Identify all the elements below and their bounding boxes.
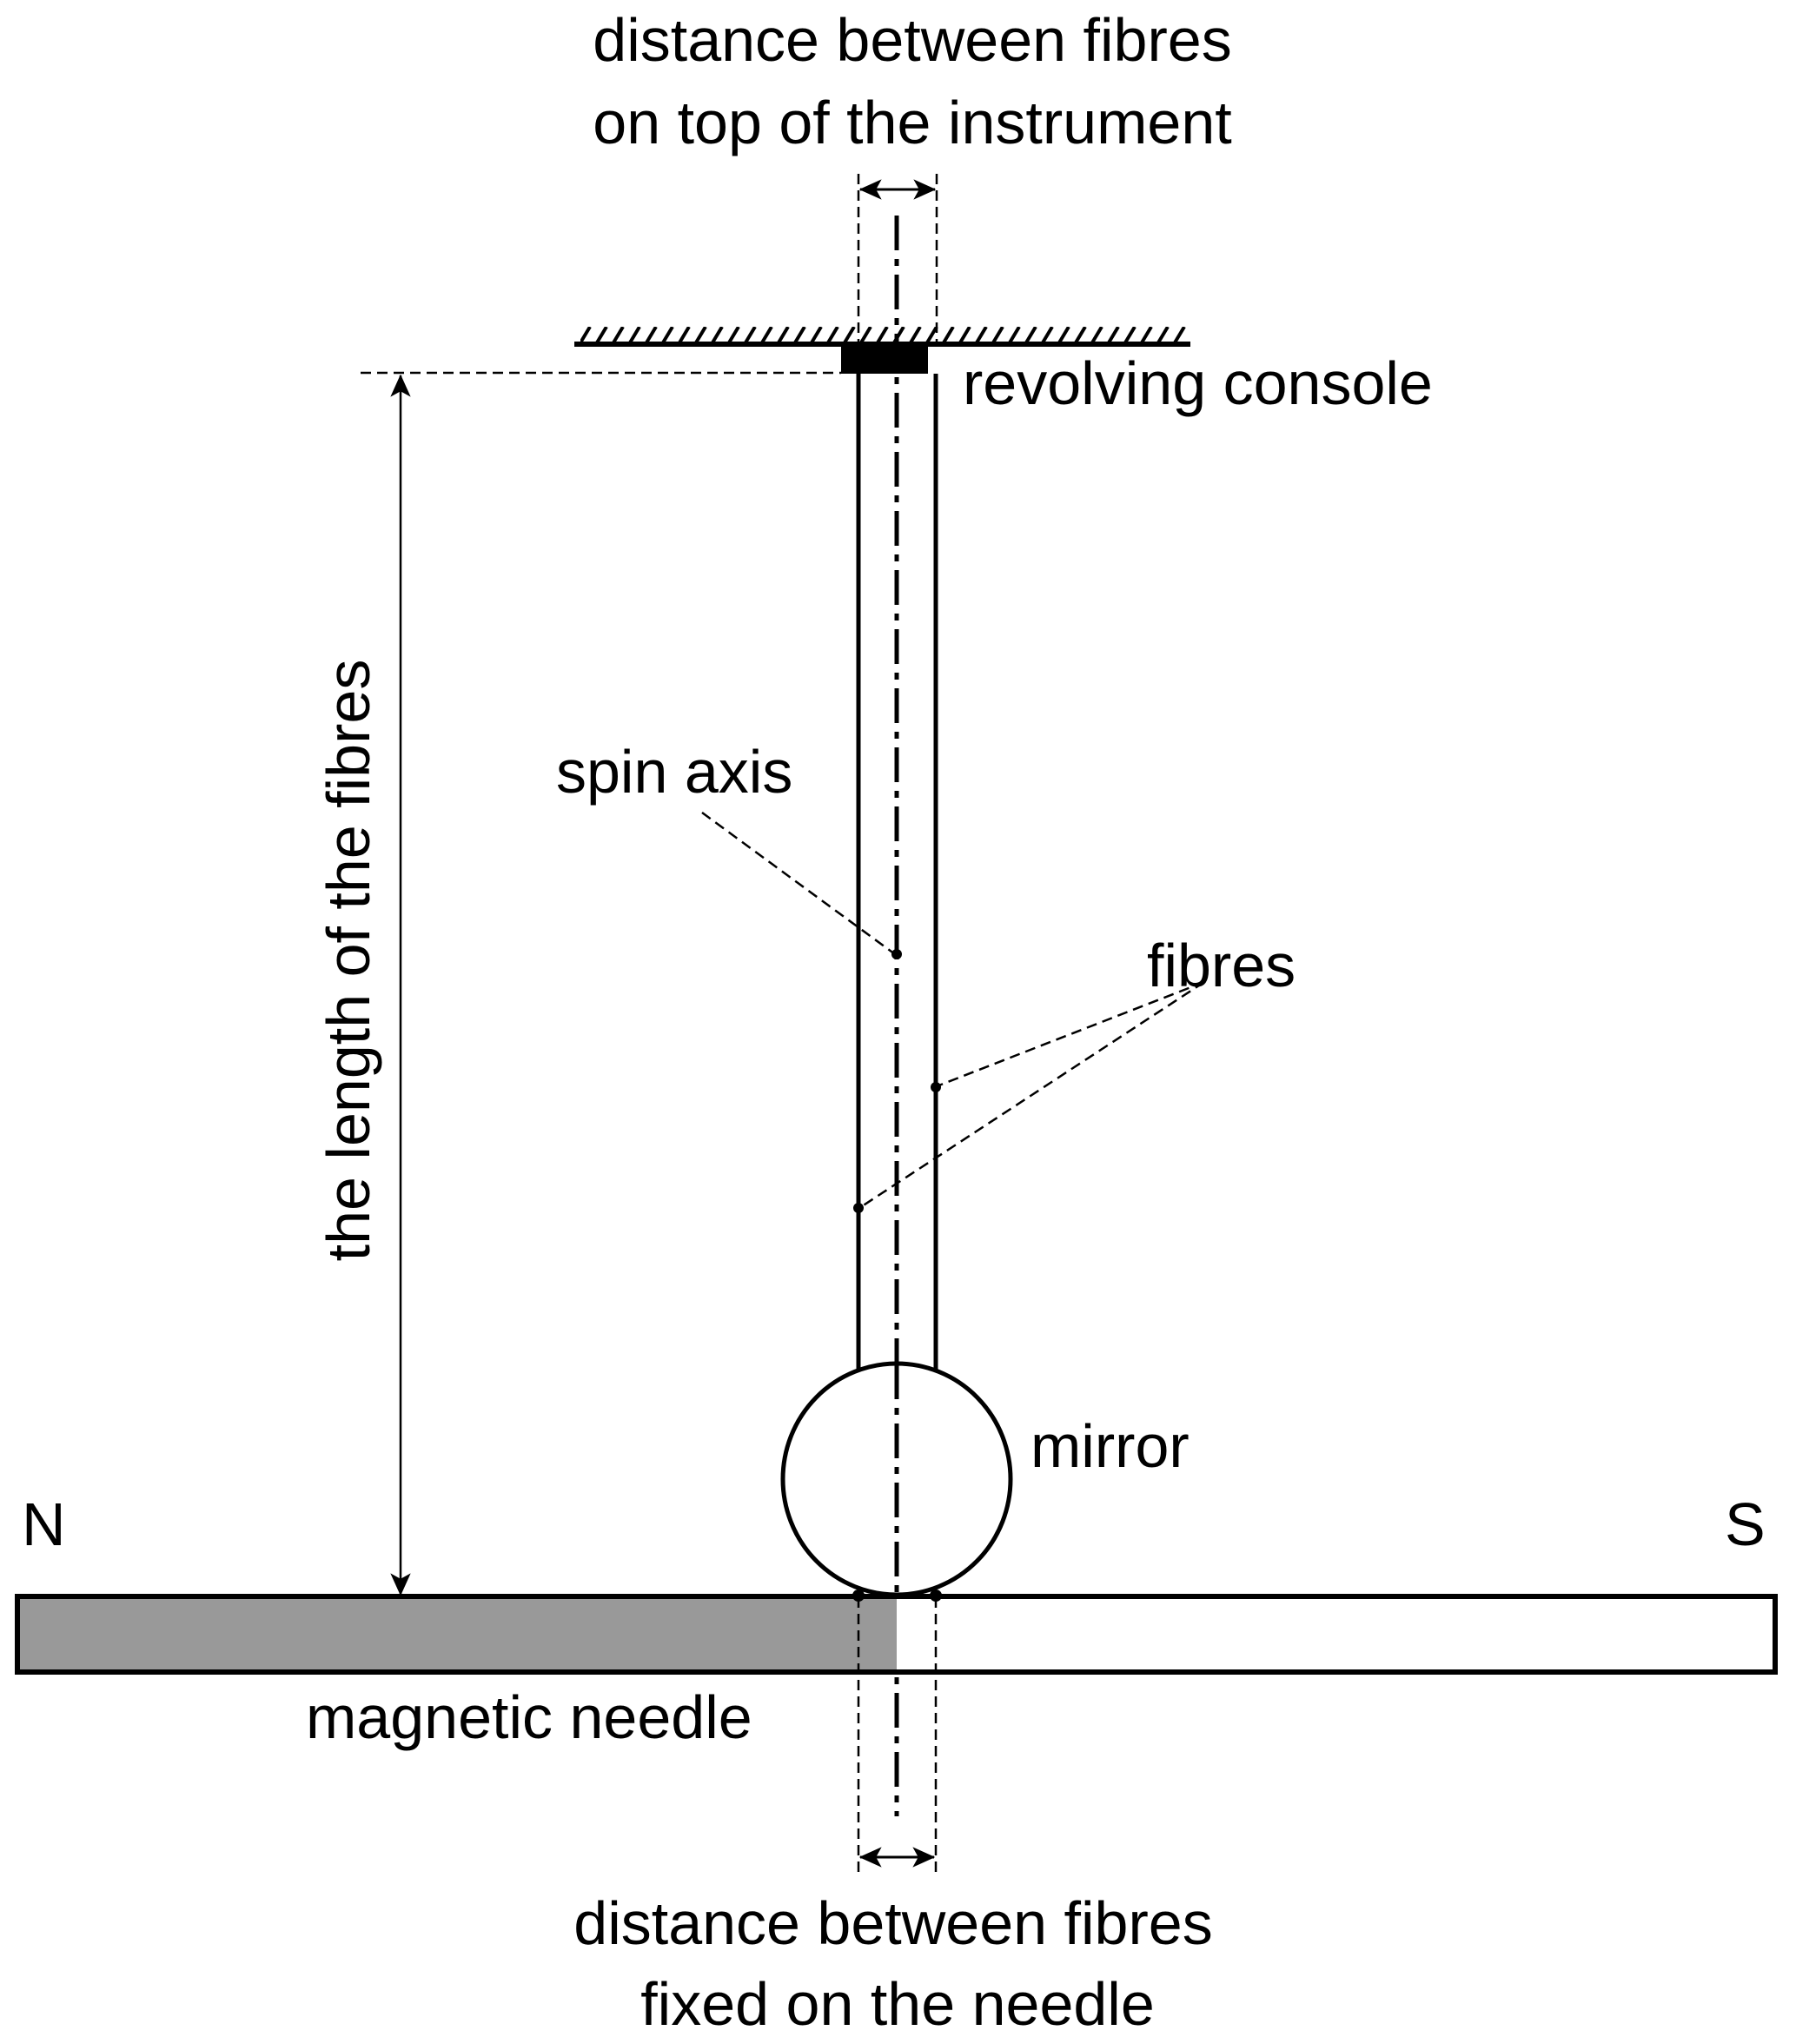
length-of-fibres-label: the length of the fibres [315,660,382,1262]
spin-axis-leader-dot [891,949,902,959]
fibres-leader-left [858,980,1205,1210]
south-pole-label: S [1725,1490,1766,1558]
bottom-distance-label-line2: fixed on the needle [640,1970,1155,2038]
mirror [780,1361,1013,1597]
top-distance-label-line2: on top of the instrument [593,89,1231,156]
needle-south-half [897,1596,1775,1672]
fibres-label: fibres [1147,932,1296,999]
top-distance-label-line1: distance between fibres [593,6,1231,74]
spin-axis-leader [701,811,896,956]
needle-north-half [17,1596,897,1672]
needle-fibre-dot-left [852,1589,865,1602]
magnetic-needle-label: magnetic needle [306,1683,752,1751]
revolving-console [841,344,928,374]
fibres-leader-right [936,980,1205,1088]
bottom-distance-label-line1: distance between fibres [573,1889,1212,1957]
north-pole-label: N [22,1490,66,1558]
revolving-console-label: revolving console [963,349,1433,417]
fibres-leader-dot-left [853,1203,864,1213]
spin-axis-label: spin axis [556,738,792,806]
fibres-leader-dot-right [931,1082,941,1092]
ceiling-hatch [580,327,1189,344]
mirror-label: mirror [1031,1412,1190,1480]
needle-fibre-dot-right [930,1589,942,1602]
